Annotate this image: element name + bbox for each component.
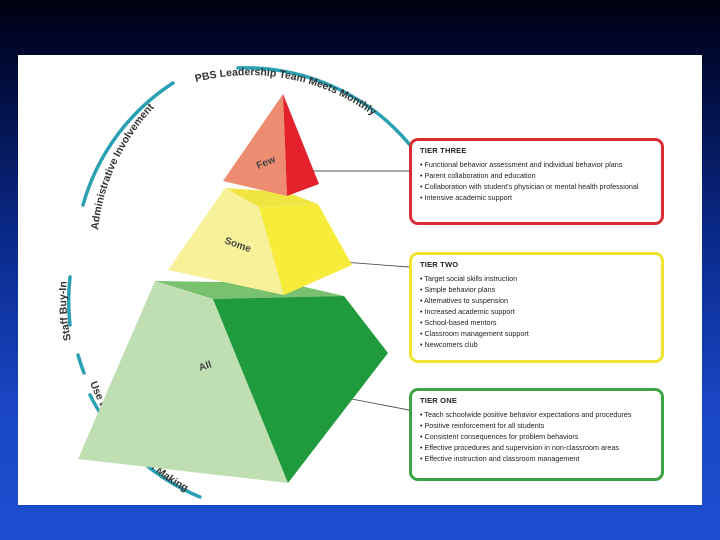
tier-list-item: Consistent consequences for problem beha… — [420, 431, 653, 442]
tier-list-item: Effective instruction and classroom mana… — [420, 453, 653, 464]
tier-list-item: Functional behavior assessment and indiv… — [420, 159, 653, 170]
pyramid-label-all: All — [198, 359, 214, 373]
tier-list-item: Collaboration with student's physician o… — [420, 181, 653, 192]
slide-panel: PBS Leadership Team Meets Monthly Admini… — [18, 55, 702, 505]
tier-list-item: School-based mentors — [420, 317, 653, 328]
tier-two-title: TIER TWO — [420, 260, 459, 269]
tier-one-title: TIER ONE — [420, 396, 458, 405]
tier-one-list: Teach schoolwide positive behavior expec… — [420, 409, 653, 464]
ring-segment-upper-left — [81, 81, 175, 207]
pyramid-tier-three — [223, 94, 319, 196]
tier-list-item: Newcomers club — [420, 339, 653, 350]
tier-list-item: Simple behavior plans — [420, 284, 653, 295]
tier-list-item: Teach schoolwide positive behavior expec… — [420, 409, 653, 420]
tier-list-item: Parent collaboration and education — [420, 170, 653, 181]
pbs-diagram: PBS Leadership Team Meets Monthly Admini… — [57, 66, 412, 499]
pyramid-tier-one — [78, 281, 388, 483]
pyramid-tier-two — [168, 188, 352, 295]
cycle-label-staff-buy-in: Staff Buy-In — [57, 281, 74, 342]
tier-three-box: TIER THREE Functional behavior assessmen… — [409, 138, 664, 225]
tier-list-item: Classroom management support — [420, 328, 653, 339]
tier-three-title: TIER THREE — [420, 146, 467, 155]
tier-list-item: Target social skills instruction — [420, 273, 653, 284]
tier-list-item: Effective procedures and supervision in … — [420, 442, 653, 453]
ring-segment-top-right — [236, 66, 412, 147]
tier-one-box: TIER ONE Teach schoolwide positive behav… — [409, 388, 664, 481]
tier-two-list: Target social skills instructionSimple b… — [420, 273, 653, 350]
cycle-ring — [66, 66, 412, 499]
tier-list-item: Intensive academic support — [420, 192, 653, 203]
tier-two-box: TIER TWO Target social skills instructio… — [409, 252, 664, 363]
tier-list-item: Alternatives to suspension — [420, 295, 653, 306]
tier-list-item: Positive reinforcement for all students — [420, 420, 653, 431]
tier-three-list: Functional behavior assessment and indiv… — [420, 159, 653, 203]
ring-segment-lower — [76, 353, 86, 375]
tier-list-item: Increased academic support — [420, 306, 653, 317]
ring-segment-left — [66, 275, 72, 327]
